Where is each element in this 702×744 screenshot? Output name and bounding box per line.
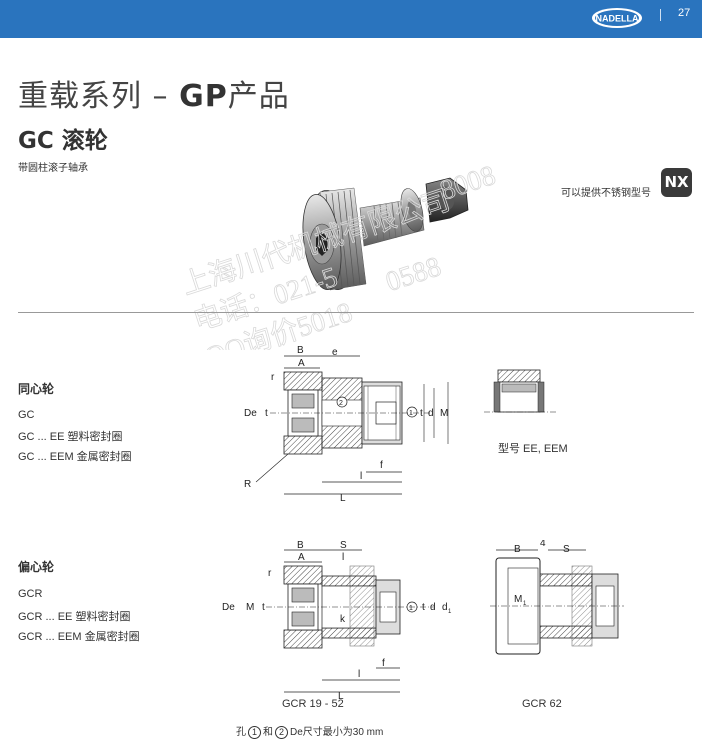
svg-text:R: R — [244, 479, 251, 490]
variant-gcr: GCR — [18, 588, 43, 600]
svg-text:k: k — [340, 614, 346, 625]
concentric-title: 同心轮 — [18, 382, 55, 396]
section-title: GC 滚轮 — [18, 128, 108, 154]
nx-badge: NX — [661, 168, 692, 197]
gcr-caption-left: GCR 19 - 52 — [282, 698, 344, 710]
svg-text:l: l — [358, 669, 360, 680]
svg-text:L: L — [340, 493, 346, 502]
svg-text:S: S — [340, 540, 347, 551]
svg-text:M: M — [246, 602, 254, 613]
svg-text:A: A — [298, 358, 305, 369]
gcr-caption-right: GCR 62 — [522, 698, 562, 710]
svg-text:B: B — [297, 540, 304, 551]
svg-text:S: S — [563, 544, 570, 555]
svg-text:d: d — [430, 602, 436, 613]
variant-gc-eem: GC ... EEM 金属密封圈 — [18, 451, 132, 463]
svg-text:1: 1 — [409, 605, 413, 612]
svg-text:t: t — [265, 408, 268, 419]
svg-text:1: 1 — [523, 601, 527, 607]
variant-gc: GC — [18, 409, 35, 421]
nadella-logo: NADELLA — [592, 8, 642, 28]
section-subtitle: 带圆柱滚子轴承 — [18, 163, 88, 174]
svg-text:e: e — [332, 347, 338, 358]
svg-text:f: f — [382, 658, 385, 669]
variant-gcr-eem: GCR ... EEM 金属密封圈 — [18, 631, 140, 643]
svg-text:r: r — [268, 568, 272, 579]
variant-gcr-ee: GCR ... EE 塑料密封圈 — [18, 611, 131, 623]
svg-text:1: 1 — [409, 410, 413, 417]
gc-drawing: B A e r 2 1 De t t d M R f l L — [244, 345, 448, 502]
stainless-note: 可以提供不锈钢型号 — [561, 188, 651, 199]
variant-gc-ee: GC ... EE 塑料密封圈 — [18, 431, 123, 443]
svg-text:M: M — [440, 408, 448, 419]
svg-text:1: 1 — [448, 609, 452, 615]
brand-name: NADELLA — [596, 14, 639, 24]
page-title: 重载系列 – GP产品 — [18, 79, 290, 114]
svg-text:M: M — [514, 594, 522, 605]
svg-text:l: l — [360, 471, 362, 482]
svg-text:r: r — [271, 372, 275, 383]
svg-text:2: 2 — [339, 400, 343, 407]
svg-text:B: B — [514, 544, 521, 555]
svg-text:l: l — [342, 552, 344, 563]
svg-text:A: A — [298, 552, 305, 563]
svg-text:4: 4 — [540, 540, 546, 549]
header-bar — [0, 0, 702, 38]
seal-caption: 型号 EE, EEM — [498, 443, 568, 455]
section-divider — [18, 312, 694, 313]
seal-detail-drawing — [484, 369, 556, 413]
track-roller-photo — [302, 177, 469, 291]
gcr62-drawing: B 4 S M 1 — [490, 540, 624, 655]
eccentric-title: 偏心轮 — [18, 560, 55, 574]
header-separator — [660, 9, 661, 21]
svg-text:t: t — [262, 602, 265, 613]
page-number: 27 — [678, 7, 691, 19]
svg-text:B: B — [297, 345, 304, 356]
gcr-drawing: B A S l r 1 De M t t d d 1 k f l L — [222, 540, 452, 700]
svg-text:f: f — [380, 460, 383, 471]
svg-text:d: d — [442, 602, 448, 613]
svg-text:d: d — [428, 408, 434, 419]
svg-text:De: De — [244, 408, 257, 419]
svg-text:t: t — [420, 408, 423, 419]
svg-text:t: t — [422, 602, 425, 613]
svg-text:De: De — [222, 602, 235, 613]
svg-text:L: L — [338, 691, 344, 700]
